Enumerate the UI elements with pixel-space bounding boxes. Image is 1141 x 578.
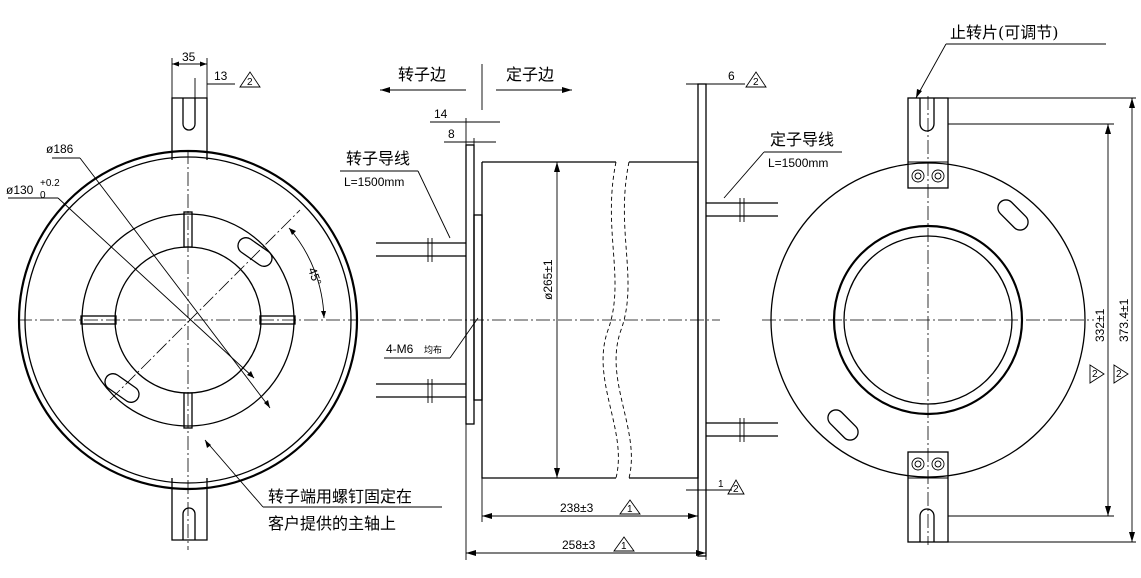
- dia-130: ø130: [6, 183, 34, 197]
- angle-45: 45°: [305, 266, 324, 288]
- svg-text:1: 1: [627, 504, 633, 515]
- dim-373: 373.4±1: [1117, 298, 1131, 342]
- bolt-even: 均布: [424, 344, 442, 356]
- len-258: 258±3: [562, 538, 596, 552]
- rotor-wire-length: L=1500mm: [344, 175, 404, 189]
- dia-265: ø265±1: [541, 259, 555, 300]
- revision-1-icon: 1: [613, 536, 635, 552]
- dim-13: 13: [214, 69, 228, 83]
- bolt-spec: 4-M6: [386, 342, 414, 356]
- revision-2-icon: 2: [727, 479, 745, 495]
- svg-text:2: 2: [733, 484, 739, 495]
- svg-text:2: 2: [1092, 369, 1098, 380]
- note-line-1: 转子端用螺钉固定在: [268, 487, 412, 506]
- note-line-2: 客户提供的主轴上: [268, 514, 396, 533]
- dim-1: 1: [718, 479, 724, 490]
- left-end-view: 35 13 2 ø186 ø130 +0.2 0 45° 转子端用螺钉固定在 客…: [6, 50, 442, 550]
- svg-text:2: 2: [753, 77, 759, 88]
- rotor-wires-top: [376, 238, 466, 262]
- stator-wires-bottom: [706, 418, 778, 442]
- rotor-side-label: 转子边: [398, 65, 446, 84]
- dim-8: 8: [448, 127, 455, 141]
- revision-2-icon: 2: [239, 71, 261, 88]
- rotor-wire-label: 转子导线: [346, 149, 410, 168]
- revision-2-icon: 2: [745, 71, 767, 88]
- stator-side-label: 定子边: [506, 65, 554, 84]
- dim-14: 14: [434, 107, 448, 121]
- svg-text:2: 2: [247, 77, 253, 88]
- tol-lower: 0: [40, 190, 46, 201]
- anti-rotation-tab-label: 止转片(可调节): [950, 23, 1059, 42]
- svg-text:2: 2: [1116, 369, 1122, 380]
- stator-wire-length: L=1500mm: [768, 156, 828, 170]
- revision-1-icon: 1: [619, 499, 641, 515]
- tol-upper: +0.2: [40, 178, 60, 189]
- svg-text:1: 1: [621, 541, 627, 552]
- dia-186: ø186: [46, 142, 74, 156]
- right-end-view: 止转片(可调节) 332±1 2 373.4±1 2: [762, 23, 1136, 545]
- revision-2-icon: 2: [1089, 364, 1105, 384]
- dim-35: 35: [182, 50, 196, 64]
- revision-2-icon: 2: [1113, 364, 1129, 384]
- rotor-wires-bottom: [376, 379, 466, 403]
- dim-332: 332±1: [1093, 308, 1107, 342]
- len-238: 238±3: [560, 501, 594, 515]
- side-view: 转子边 定子边: [340, 64, 842, 560]
- stator-wires-top: [706, 198, 778, 222]
- stator-wire-label: 定子导线: [770, 130, 834, 149]
- dim-6: 6: [728, 69, 735, 83]
